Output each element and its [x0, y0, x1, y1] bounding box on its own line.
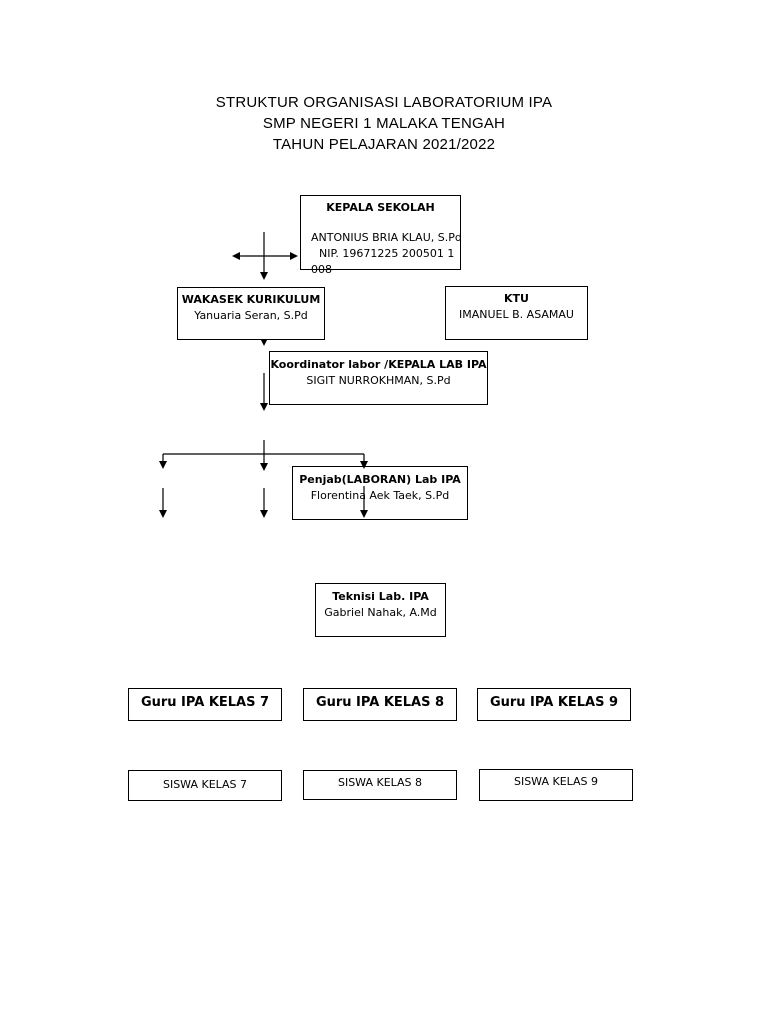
node-siswa-kelas-8: SISWA KELAS 8: [303, 770, 457, 800]
node-ktu-role: KTU: [504, 292, 529, 305]
node-kepala-role: KEPALA SEKOLAH: [326, 201, 435, 214]
node-kepala-nip: NIP. 19671225 200501 1: [319, 247, 455, 260]
diagram-title-line-2: SMP NEGERI 1 MALAKA TENGAH: [262, 115, 506, 132]
node-siswa-kelas-9: SISWA KELAS 9: [479, 769, 633, 801]
diagram-title-line-1: STRUKTUR ORGANISASI LABORATORIUM IPA: [215, 94, 553, 111]
node-koordinator-labor: Koordinator labor /KEPALA LAB IPA SIGIT …: [269, 351, 488, 405]
diagram-title-line-3: TAHUN PELAJARAN 2021/2022: [272, 136, 496, 153]
node-kepala-name: ANTONIUS BRIA KLAU, S.Pd: [311, 231, 462, 244]
node-teknisi-name: Gabriel Nahak, A.Md: [324, 606, 437, 619]
node-guru-kelas-9: Guru IPA KELAS 9: [477, 688, 631, 721]
node-wakasek-kurikulum: WAKASEK KURIKULUM Yanuaria Seran, S.Pd: [177, 287, 325, 340]
node-ktu-name: IMANUEL B. ASAMAU: [459, 308, 574, 321]
node-penjab-name: Florentina Aek Taek, S.Pd: [310, 489, 450, 502]
node-teknisi-lab: Teknisi Lab. IPA Gabriel Nahak, A.Md: [315, 583, 446, 637]
node-kepala-sekolah: KEPALA SEKOLAH ANTONIUS BRIA KLAU, S.Pd …: [300, 195, 462, 276]
node-koordinator-role: Koordinator labor /KEPALA LAB IPA: [270, 358, 487, 371]
node-penjab-role: Penjab(LABORAN) Lab IPA: [299, 473, 461, 486]
node-kepala-nip-cont: 008: [311, 263, 332, 276]
node-guru-kelas-7: Guru IPA KELAS 7: [128, 688, 282, 721]
node-koordinator-name: SIGIT NURROKHMAN, S.Pd: [306, 374, 451, 387]
node-penjab-laboran: Penjab(LABORAN) Lab IPA Florentina Aek T…: [292, 466, 468, 520]
node-teknisi-role: Teknisi Lab. IPA: [332, 590, 429, 603]
node-guru-kelas-8: Guru IPA KELAS 8: [303, 688, 457, 721]
node-wakasek-role: WAKASEK KURIKULUM: [181, 293, 321, 306]
node-ktu: KTU IMANUEL B. ASAMAU: [445, 286, 588, 340]
node-wakasek-name: Yanuaria Seran, S.Pd: [194, 309, 308, 322]
node-siswa-kelas-7: SISWA KELAS 7: [128, 770, 282, 801]
